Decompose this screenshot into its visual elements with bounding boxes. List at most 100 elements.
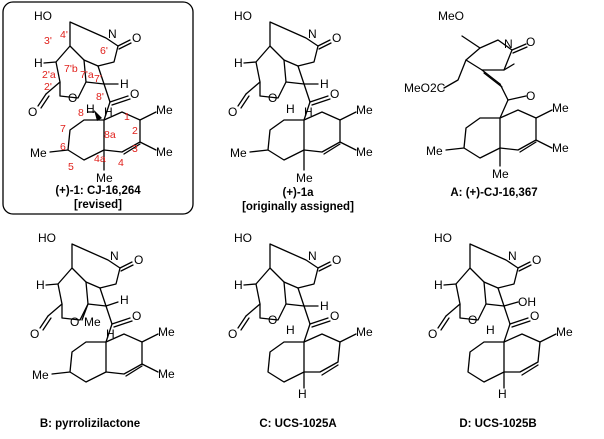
locant: 5 (68, 161, 74, 173)
caption-1: (+)-1: CJ-16,264 (55, 185, 141, 197)
caption-b: B: pyrrolizilactone (40, 418, 140, 430)
label-o: O (228, 327, 237, 341)
label-me: Me (356, 103, 373, 117)
label-me: Me (156, 145, 173, 159)
label-o: O (526, 35, 535, 49)
label-o: O (468, 313, 477, 327)
locant: 7'a (80, 69, 94, 81)
label-h: H (104, 105, 113, 119)
label-h: H (320, 77, 329, 91)
structure-ucs1025a: HO N O O O O H H H H Me C: UCS-1025A (228, 231, 373, 430)
locant: 2 (132, 125, 138, 137)
label-h: H (286, 102, 295, 116)
locant: 4 (118, 157, 124, 169)
structure-1a: HO N O O O O H H H H Me Me Me Me (+)-1a … (228, 9, 373, 213)
locant: 8a (104, 129, 116, 141)
label-o: O (532, 253, 541, 267)
locant: 3' (44, 35, 52, 47)
label-o: O (268, 313, 277, 327)
label-n: N (308, 27, 317, 41)
locant: 2' (44, 81, 52, 93)
label-n: N (108, 27, 117, 41)
locant: 6' (100, 45, 108, 57)
label-h: H (498, 387, 507, 401)
label-h: H (234, 56, 243, 70)
locant: 4a (94, 153, 106, 165)
label-oh: OH (518, 295, 536, 309)
label-o: O (68, 91, 77, 105)
label-o: O (228, 105, 237, 119)
caption-1-note: [revised] (74, 199, 122, 211)
label-o: O (526, 89, 535, 103)
label-me: Me (84, 315, 101, 329)
label-o: O (530, 309, 539, 323)
caption-1a-note: [originally assigned] (242, 201, 354, 213)
caption-d: D: UCS-1025B (459, 418, 536, 430)
label-me: Me (230, 146, 247, 160)
label-me: Me (30, 146, 47, 160)
label-o: O (332, 31, 341, 45)
label-ho: HO (234, 9, 252, 23)
locant: 8 (78, 107, 84, 119)
label-o: O (330, 309, 339, 323)
label-h: H (106, 327, 115, 341)
locant: 1 (124, 111, 130, 123)
structure-ucs1025b: HO N O O O O OH H H H Me D: UCS-1025B (428, 231, 573, 430)
label-h: H (434, 278, 443, 292)
label-me: Me (552, 141, 569, 155)
label-h: H (86, 102, 95, 116)
caption-c: C: UCS-1025A (259, 418, 336, 430)
locant: 3 (132, 143, 138, 155)
label-o: O (28, 105, 37, 119)
label-me: Me (158, 325, 175, 339)
label-n: N (504, 37, 513, 51)
label-o: O (30, 327, 39, 341)
label-me: Me (426, 144, 443, 158)
label-me: Me (356, 145, 373, 159)
caption-1a: (+)-1a (283, 187, 315, 199)
label-o: O (132, 31, 141, 45)
locant: 8' (96, 91, 104, 103)
locant: 4' (60, 29, 68, 41)
label-h: H (304, 105, 313, 119)
highlight-box (2, 1, 194, 215)
label-ho: HO (234, 231, 252, 245)
label-h: H (486, 323, 495, 337)
structure-cj16367: MeO N O O MeO2C Me Me Me Me A: (+)-CJ-16… (404, 9, 569, 199)
locant: 6 (60, 141, 66, 153)
label-h: H (36, 278, 45, 292)
label-h: H (320, 299, 329, 313)
structure-pyrrolizilactone: HO N O O O O H H H Me Me Me Me B: pyrrol… (30, 231, 175, 430)
label-meo2c: MeO2C (404, 81, 446, 95)
label-meo: MeO (438, 9, 464, 23)
label-h: H (34, 56, 43, 70)
label-h: H (234, 278, 243, 292)
label-me: Me (356, 325, 373, 339)
label-h: H (298, 387, 307, 401)
label-h: H (120, 293, 129, 307)
label-n: N (308, 249, 317, 263)
label-n: N (508, 249, 517, 263)
label-me: Me (156, 103, 173, 117)
label-me: Me (492, 167, 509, 181)
label-h: H (286, 323, 295, 337)
label-h: H (120, 77, 129, 91)
locant: 7' (94, 73, 102, 85)
label-ho: HO (434, 231, 452, 245)
label-o: O (332, 253, 341, 267)
caption-a: A: (+)-CJ-16,367 (450, 187, 537, 199)
label-o: O (70, 315, 79, 329)
label-o: O (134, 253, 143, 267)
label-me: Me (32, 368, 49, 382)
label-ho: HO (38, 231, 56, 245)
locant: 7'b (64, 63, 78, 75)
label-me: Me (158, 367, 175, 381)
label-ho: HO (34, 9, 52, 23)
label-me: Me (296, 171, 313, 185)
locant: 7 (60, 123, 66, 135)
label-o: O (132, 309, 141, 323)
label-o: O (130, 87, 139, 101)
label-o: O (268, 91, 277, 105)
locant: 2'a (42, 69, 56, 81)
